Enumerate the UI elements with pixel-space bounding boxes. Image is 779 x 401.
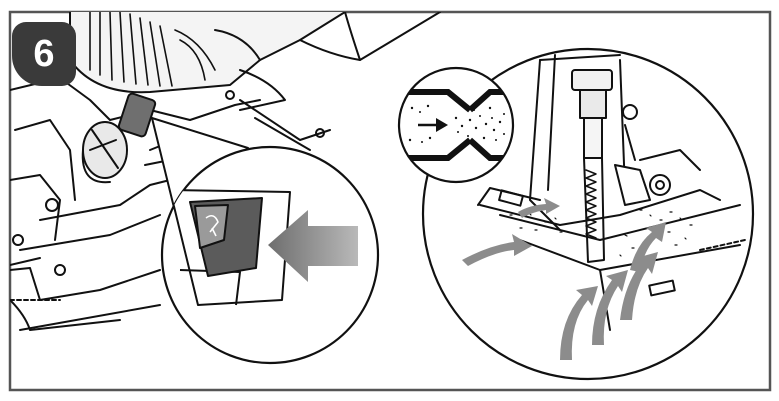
jigsaw-body-drawing	[10, 12, 441, 331]
push-direction-arrow	[268, 210, 358, 282]
airflow-arrows	[462, 198, 666, 360]
air-nozzle-inset	[397, 66, 515, 184]
step-number-badge: 6	[12, 22, 76, 86]
step-number: 6	[33, 32, 55, 75]
dust-extraction-switch-callout	[160, 145, 380, 365]
